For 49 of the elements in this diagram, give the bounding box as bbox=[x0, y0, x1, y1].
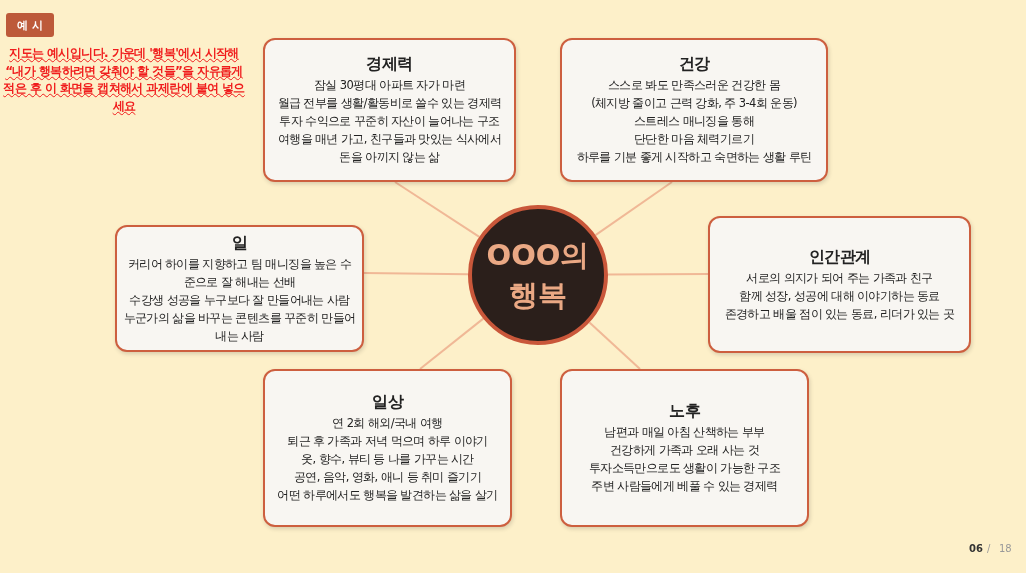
connector-line bbox=[363, 272, 469, 276]
box-text: 단단한 마음 체력기르기 bbox=[633, 131, 755, 148]
page-number: 06 bbox=[969, 543, 983, 554]
box-text: 스스로 봐도 만족스러운 건강한 몸 bbox=[608, 77, 780, 94]
box-text: 스트레스 매니징을 통해 bbox=[633, 113, 755, 130]
topic-box bbox=[708, 216, 971, 353]
example-badge bbox=[6, 13, 54, 37]
box-text: 존경하고 배울 점이 있는 동료, 리더가 있는 곳 bbox=[724, 305, 955, 323]
box-title: 일상 bbox=[372, 392, 403, 413]
box-text: 옷, 향수, 뷰티 등 나를 가꾸는 시간 bbox=[301, 451, 474, 468]
box-text: 누군가의 삶을 바꾸는 콘텐츠를 꾸준히 만들어내는 사람 bbox=[123, 309, 356, 345]
instruction-note: 지도는 예시입니다. 가운데 '행복'에서 시작해 “내가 행복하려면 갖춰야 할 것들”을 자유롭게 적은 후 이 화면을 캡쳐해서 과제란에 붙여 넣으세요 bbox=[2, 45, 246, 115]
connector-line bbox=[394, 181, 481, 238]
box-text: 서로의 의지가 되어 주는 가족과 친구 bbox=[746, 269, 933, 287]
topic-box bbox=[560, 369, 809, 527]
box-title: 일 bbox=[231, 232, 248, 254]
box-text: 월급 전부를 생활/활동비로 쓸수 있는 경제력 bbox=[277, 95, 502, 112]
box-text: (체지방 줄이고 근력 강화, 주 3-4회 운동) bbox=[591, 95, 797, 112]
topic-box bbox=[560, 38, 828, 182]
box-text: 커리어 하이를 지향하고 팀 매니징을 높은 수준으로 잘 해내는 선배 bbox=[126, 255, 353, 291]
box-title: 경제력 bbox=[366, 54, 413, 75]
box-text: 수강생 성공을 누구보다 잘 만들어내는 사람 bbox=[129, 291, 350, 309]
box-text: 퇴근 후 가족과 저녁 먹으며 하루 이야기 bbox=[287, 433, 488, 450]
box-text: 투자소득만으로도 생활이 가능한 구조 bbox=[588, 460, 781, 477]
box-text: 투자 수익으로 꾸준히 자산이 늘어나는 구조 bbox=[279, 113, 500, 130]
box-text: 함께 성장, 성공에 대해 이야기하는 동료 bbox=[739, 287, 940, 305]
center-title: OOO의 행복 bbox=[485, 237, 591, 314]
connector-line bbox=[594, 181, 673, 237]
box-text: 주변 사람들에게 베풀 수 있는 경제력 bbox=[591, 478, 778, 495]
connector-line bbox=[607, 273, 709, 276]
topic-box bbox=[263, 369, 512, 527]
box-text: 남편과 매일 아침 산책하는 부부 bbox=[604, 424, 765, 441]
connector-line bbox=[588, 321, 641, 370]
box-text: 어떤 하루에서도 행복을 발견하는 삶을 살기 bbox=[277, 487, 498, 504]
box-text: 하루를 기분 좋게 시작하고 숙면하는 생활 루틴 bbox=[576, 149, 812, 166]
topic-box bbox=[263, 38, 516, 182]
connector-line bbox=[419, 317, 485, 370]
topic-box bbox=[115, 225, 364, 352]
box-text: 건강하게 가족과 오래 사는 것 bbox=[610, 442, 759, 459]
box-title: 인간관계 bbox=[808, 246, 871, 268]
page-total: 18 bbox=[999, 543, 1012, 554]
box-text: 공연, 음악, 영화, 애니 등 취미 즐기기 bbox=[293, 469, 482, 486]
box-text: 연 2회 해외/국내 여행 bbox=[332, 415, 443, 432]
box-title: 노후 bbox=[669, 401, 700, 422]
box-text: 잠실 30평대 아파트 자가 마련 bbox=[313, 77, 466, 94]
box-title: 건강 bbox=[678, 54, 710, 75]
badge-label: 예 시 bbox=[17, 17, 43, 33]
box-text: 여행을 매년 가고, 친구들과 맛있는 식사에서 돈을 아끼지 않는 삶 bbox=[276, 131, 503, 166]
page-separator: / bbox=[987, 543, 991, 554]
